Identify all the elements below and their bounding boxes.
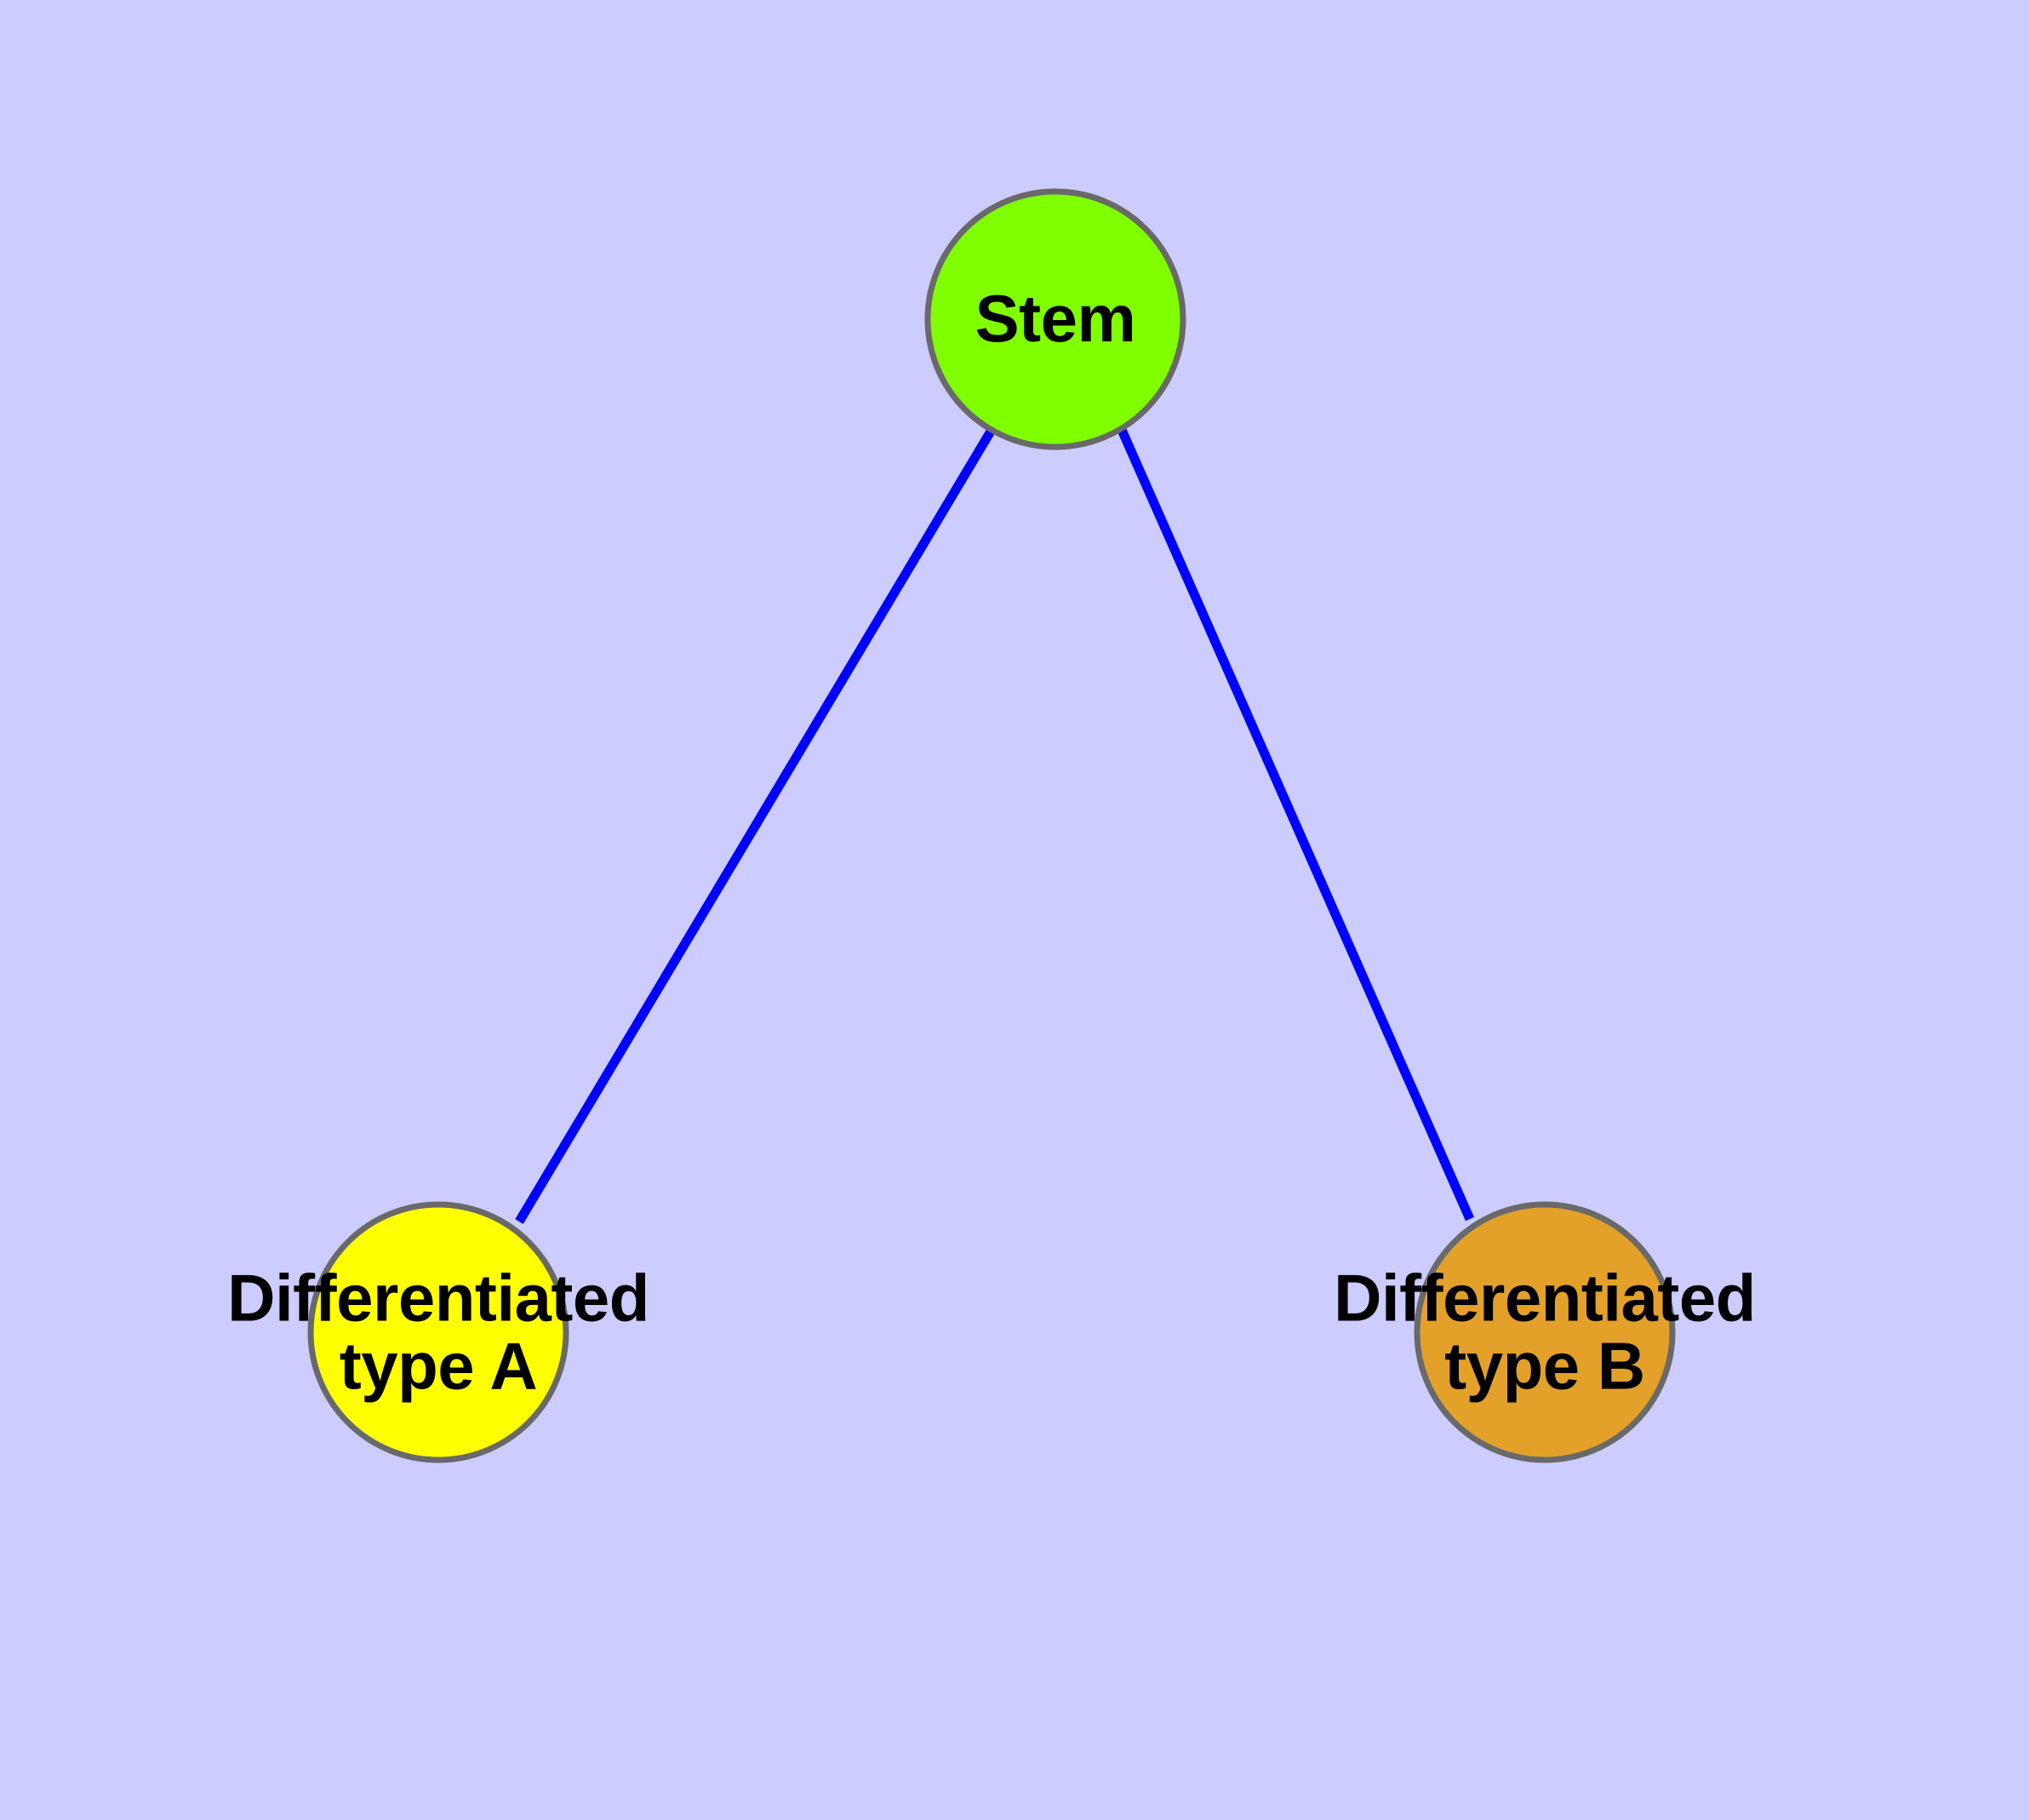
edge-layer: [515, 427, 1475, 1224]
edge-stem-to-differentiated-b[interactable]: [1117, 427, 1475, 1222]
node-differentiated-type-b[interactable]: [1414, 1201, 1676, 1463]
node-layer: [307, 188, 1676, 1463]
edge-stem-to-differentiated-a[interactable]: [515, 427, 996, 1224]
node-stem[interactable]: [924, 188, 1186, 450]
node-differentiated-type-a[interactable]: [307, 1201, 569, 1463]
